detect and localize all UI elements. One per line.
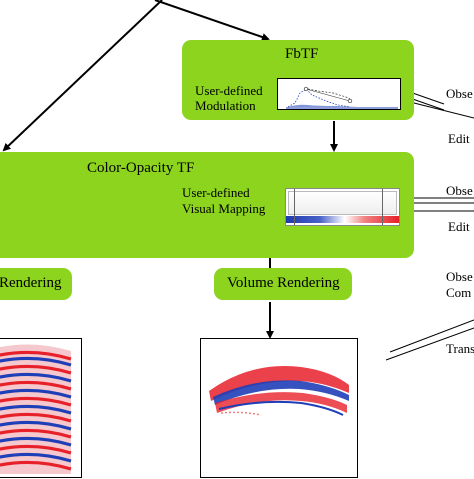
color-map-bar [286, 216, 399, 223]
left-result-image [0, 338, 82, 478]
arrow-to-fbtf [154, 0, 270, 41]
color-tf-title: Color-Opacity TF [87, 160, 195, 176]
edit-label-1: Edit [448, 131, 470, 146]
volume-rendering-box: Volume Rendering [214, 268, 352, 300]
modulation-plot[interactable] [277, 78, 401, 110]
fbtf-title: FbTF [285, 46, 319, 62]
volume-rendering-label: Volume Rendering [227, 275, 340, 291]
fbtf-label-line2: Modulation [195, 98, 256, 113]
opacity-region [288, 191, 397, 215]
color-tf-label-line1: User-defined [182, 185, 250, 200]
observe-label-3: Obse [446, 269, 473, 284]
left-rendering-box: Rendering [0, 268, 72, 300]
layered-volume-render [0, 344, 72, 474]
transfer-label: Trans [446, 341, 474, 356]
wave-volume-render [209, 366, 349, 416]
visual-mapping-plot[interactable] [285, 188, 400, 226]
fbtf-box: FbTF User-defined Modulation [182, 40, 414, 120]
volume-result-image [200, 338, 358, 478]
observe-label-1: Obse [446, 86, 473, 101]
left-rendering-label: Rendering [0, 275, 62, 291]
observe-label-2: Obse [446, 183, 473, 198]
modulation-curve [286, 86, 398, 109]
color-opacity-tf-box: Color-Opacity TF User-defined Visual Map… [0, 152, 414, 258]
compare-label-3: Com [446, 285, 472, 300]
edit-label-2: Edit [448, 219, 470, 234]
arrow-to-left [2, 0, 163, 152]
fbtf-label-line1: User-defined [195, 83, 263, 98]
color-tf-label-line2: Visual Mapping [182, 201, 266, 216]
